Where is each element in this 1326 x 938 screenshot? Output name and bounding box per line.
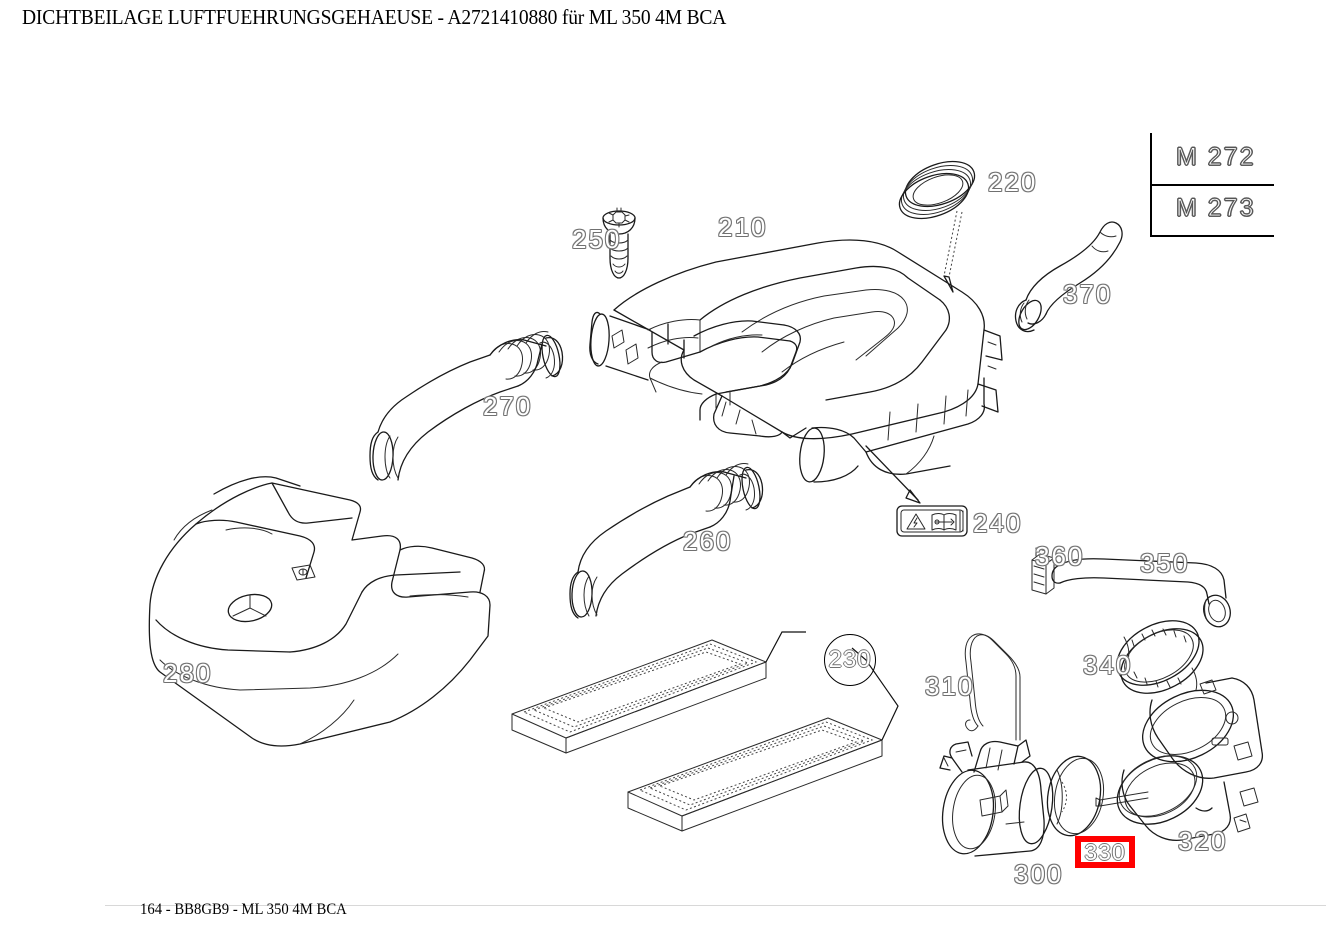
part-callout-260-intake-air-duct-hose: 260 — [683, 526, 733, 556]
part-callout-360-hose-clip: 360 — [1035, 541, 1085, 571]
engine-code-box-divider — [1150, 184, 1274, 186]
part-drawing-300-mass-air-flow-sensor — [939, 739, 1054, 857]
part-callout-270-intake-air-duct-hose-upper: 270 — [483, 391, 533, 421]
highlighted-part-callout-330-sealing-ring: 330 — [1075, 836, 1135, 868]
part-callout-370-air-duct-hose-right: 370 — [1063, 279, 1113, 309]
part-drawing-220-gasket-seal — [898, 160, 976, 293]
part-callout-210-air-filter-housing: 210 — [718, 212, 768, 242]
part-callout-220-housing-gasket-seal: 220 — [988, 167, 1038, 197]
part-drawing-320-air-guide-housing — [1095, 677, 1264, 842]
highlighted-part-callout-label: 330 — [1084, 838, 1126, 865]
part-callout-230-air-filter-element: 230 — [824, 634, 876, 686]
part-drawing-210-air-filter-housing — [589, 239, 1003, 483]
part-callout-320-air-guide-housing: 320 — [1178, 826, 1228, 856]
engine-code-box: M 272 M 273 — [1150, 133, 1274, 237]
footer-caption: 164 - BB8GB9 - ML 350 4M BCA — [140, 901, 347, 918]
part-callout-340-clamp-ring: 340 — [1083, 650, 1133, 680]
part-drawing-330-sealing-ring — [1046, 755, 1105, 837]
page-title: DICHTBEILAGE LUFTFUEHRUNGSGEHAEUSE - A27… — [22, 5, 727, 29]
engine-code-box-bottom-border — [1150, 235, 1274, 237]
part-callout-280-engine-cover: 280 — [163, 658, 213, 688]
engine-code-m273: M 273 — [1175, 194, 1256, 223]
part-callout-250-torx-screw: 250 — [572, 224, 622, 254]
part-callout-300-mass-air-flow-sensor: 300 — [1014, 859, 1064, 889]
part-drawing-260-intake-duct-hose — [569, 463, 764, 619]
footer-divider — [105, 905, 1326, 906]
part-drawing-240-warning-label — [865, 445, 968, 537]
part-drawing-280-engine-cover — [148, 476, 491, 747]
engine-code-m272: M 272 — [1175, 143, 1256, 172]
part-callout-310-wire-spring-clip: 310 — [925, 671, 975, 701]
part-callout-350-vent-hose: 350 — [1140, 548, 1190, 578]
part-drawing-270-intake-duct-hose — [369, 331, 564, 481]
part-callout-240-warning-information-label: 240 — [973, 508, 1023, 538]
part-drawing-370-air-duct-hose — [1014, 221, 1123, 333]
part-callout-label: 230 — [828, 646, 872, 673]
